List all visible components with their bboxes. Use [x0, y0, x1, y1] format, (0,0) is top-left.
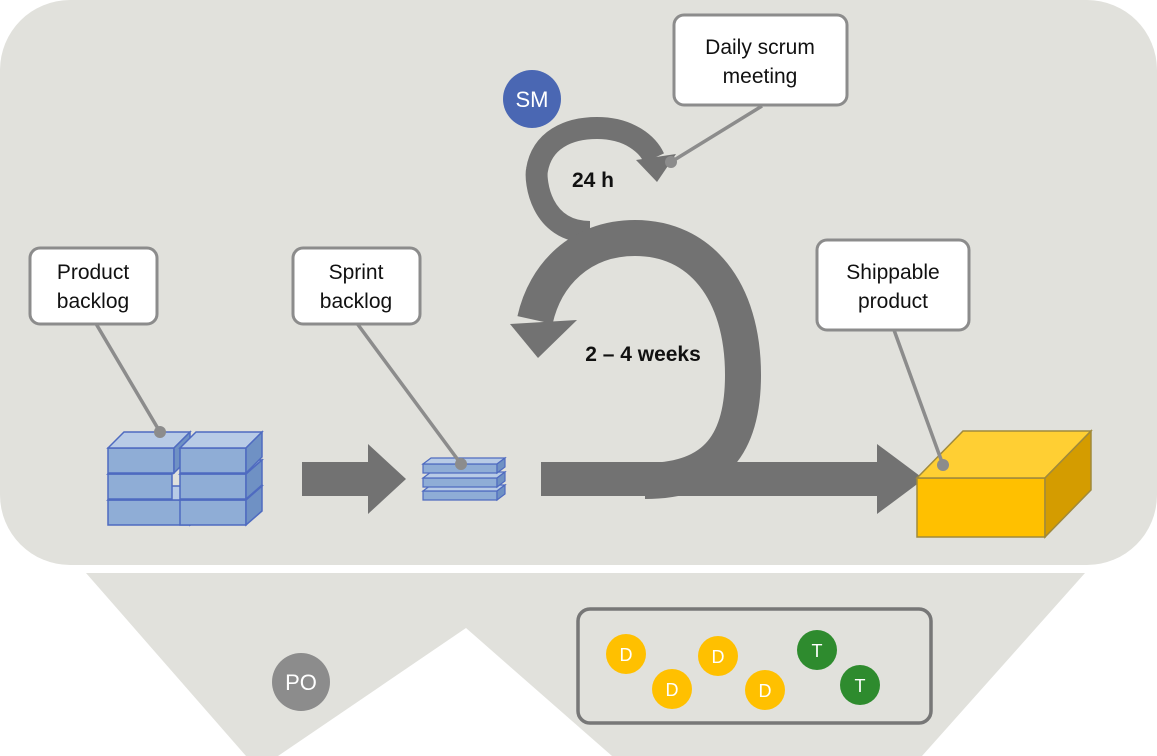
product-backlog-line2: backlog — [57, 290, 129, 313]
scrum-master-label: SM — [516, 87, 549, 112]
sprint-backlog-line2: backlog — [320, 290, 392, 313]
callout-daily-scrum: Daily scrum meeting — [672, 13, 849, 107]
team-member-developer: D — [606, 634, 646, 674]
sprint-loop-arrowhead — [510, 320, 577, 358]
callout-sprint-backlog: Sprint backlog — [291, 246, 422, 326]
team-member-tester: T — [797, 630, 837, 670]
svg-text:T: T — [855, 676, 866, 696]
svg-text:D: D — [620, 645, 633, 665]
backlog-arrowhead — [368, 444, 406, 514]
sprint-cycle-label: 2 – 4 weeks — [585, 343, 701, 366]
shippable-product-line2: product — [858, 290, 928, 313]
sprint-backlog-line1: Sprint — [329, 261, 384, 284]
product-owner-label: PO — [285, 670, 317, 695]
shippable-product-line1: Shippable — [846, 261, 939, 284]
flow-arrow-shaft — [541, 462, 881, 496]
svg-text:D: D — [666, 680, 679, 700]
product-backlog-line1: Product — [57, 261, 130, 284]
product-backlog-blocks — [106, 430, 264, 527]
callout-product-backlog: Product backlog — [28, 246, 159, 326]
team-member-developer: D — [698, 636, 738, 676]
svg-text:T: T — [812, 641, 823, 661]
team-member-tester: T — [840, 665, 880, 705]
svg-text:D: D — [759, 681, 772, 701]
daily-cycle-label: 24 h — [572, 169, 614, 192]
daily-cycle-arrow — [525, 116, 664, 243]
team-member-developer: D — [745, 670, 785, 710]
shippable-product-box — [915, 429, 1093, 539]
team-member-developer: D — [652, 669, 692, 709]
callout-shippable-product: Shippable product — [815, 238, 971, 332]
flow-arrowhead — [877, 444, 924, 514]
product-owner-badge: PO — [272, 653, 330, 711]
sprint-loop-arrow — [517, 219, 762, 499]
svg-text:D: D — [712, 647, 725, 667]
scrum-master-badge: SM — [503, 70, 561, 128]
daily-scrum-line1: Daily scrum — [705, 36, 815, 59]
process-panel — [0, 0, 1157, 565]
backlog-arrow-shaft — [302, 462, 374, 496]
sprint-backlog-blocks — [421, 456, 507, 502]
development-team: D D D D T T — [576, 607, 933, 725]
callout-connectors — [93, 104, 945, 466]
daily-scrum-line2: meeting — [723, 65, 798, 88]
callout-dots — [154, 156, 949, 471]
